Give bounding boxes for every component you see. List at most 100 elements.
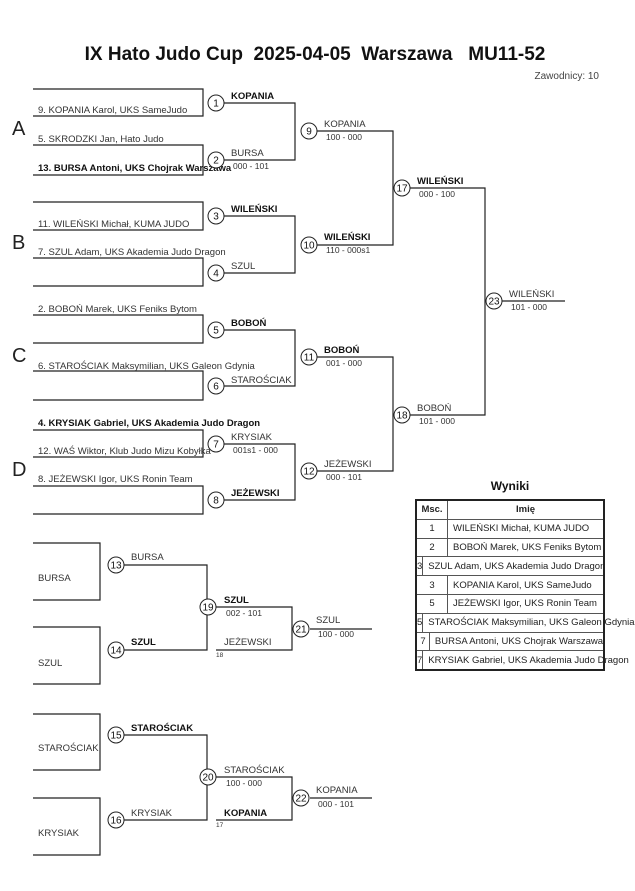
match-marker: 17: [393, 179, 411, 197]
match-marker: 20: [199, 768, 217, 786]
match-number: 15: [110, 731, 122, 742]
bracket-label: SZUL: [231, 261, 255, 272]
competitor-name: 11. WILEŃSKI Michał, KUMA JUDO: [38, 219, 189, 230]
repechage-score: 100 - 000: [318, 629, 354, 639]
repechage-label: SZUL: [131, 637, 156, 648]
match-marker: 7: [207, 435, 225, 453]
competitor-name: 8. JEŻEWSKI Igor, UKS Ronin Team: [38, 474, 193, 485]
match-number: 17: [396, 184, 408, 195]
match-number: 1: [213, 99, 219, 110]
competitor-name: 7. SZUL Adam, UKS Akademia Judo Dragon: [38, 247, 226, 258]
match-number: 4: [213, 269, 219, 280]
match-marker: 10: [300, 236, 318, 254]
repechage-label: STAROŚCIAK: [38, 742, 99, 754]
bracket-label: BOBOŃ: [231, 318, 267, 329]
result-name: SZUL Adam, UKS Akademia Judo Dragon: [428, 560, 606, 572]
bracket-label: WILEŃSKI: [324, 232, 370, 243]
bracket-score: 110 - 000s1: [326, 245, 371, 255]
bracket-score: 000 - 100: [419, 189, 455, 199]
match-marker: 6: [207, 377, 225, 395]
result-name: KOPANIA Karol, UKS SameJudo: [453, 579, 592, 591]
match-number: 2: [213, 156, 219, 167]
result-place: 1: [417, 519, 448, 538]
match-number: 5: [213, 326, 219, 337]
match-markers: 1 2 3 4 5 6 7 8 9 10 11 12 17 18 23 13 1…: [107, 94, 503, 829]
match-marker: 3: [207, 207, 225, 225]
repechage-score: 000 - 101: [318, 799, 354, 809]
results-header-place: Msc.: [417, 501, 448, 519]
competitor-name: 4. KRYSIAK Gabriel, UKS Akademia Judo Dr…: [38, 418, 260, 429]
page-title: IX Hato Judo Cup 2025-04-05 Warszawa MU1…: [84, 44, 546, 65]
match-marker: 8: [207, 491, 225, 509]
result-name: KRYSIAK Gabriel, UKS Akademia Judo Drago…: [428, 654, 629, 666]
repechage-label: STAROŚCIAK: [224, 764, 285, 776]
match-number: 10: [303, 241, 315, 252]
results-title: Wyniki: [490, 479, 530, 493]
competitor-name: 13. BURSA Antoni, UKS Chojrak Warszawa: [38, 163, 232, 174]
match-marker: 23: [485, 292, 503, 310]
match-number: 9: [306, 127, 312, 138]
match-marker: 18: [393, 406, 411, 424]
match-marker: 5: [207, 321, 225, 339]
result-place: 2: [417, 538, 448, 557]
bracket-score: 001s1 - 000: [233, 445, 278, 455]
match-marker: 22: [292, 789, 310, 807]
match-marker: 2: [207, 151, 225, 169]
match-number: 22: [295, 794, 307, 805]
match-number: 18: [396, 411, 408, 422]
result-place: 3: [417, 576, 448, 594]
bracket-label: WILEŃSKI: [509, 289, 554, 300]
match-number: 6: [213, 382, 219, 393]
bracket-lines: [33, 88, 565, 856]
match-marker: 15: [107, 726, 125, 744]
result-place: 5: [417, 613, 424, 632]
pool-label-b: B: [12, 232, 26, 254]
pool-label-c: C: [12, 345, 27, 367]
match-number: 21: [295, 625, 307, 636]
repechage-label: JEŻEWSKI: [224, 637, 272, 648]
repechage-label: BURSA: [38, 573, 71, 584]
repechage-ref: 18: [216, 652, 224, 659]
match-number: 23: [488, 297, 500, 308]
match-number: 14: [110, 646, 122, 657]
repechage-label: BURSA: [131, 552, 164, 563]
bracket-score: 101 - 000: [511, 302, 547, 312]
repechage-label: KRYSIAK: [38, 828, 80, 839]
match-number: 13: [110, 561, 122, 572]
bracket-score: 001 - 000: [326, 358, 362, 368]
bracket-score: 101 - 000: [419, 416, 455, 426]
competitor-count: Zawodnicy: 10: [534, 71, 599, 82]
result-place: 7: [417, 632, 430, 651]
repechage-label: SZUL: [316, 615, 340, 626]
repechage-score: 002 - 101: [226, 608, 262, 618]
bracket-label: WILEŃSKI: [231, 204, 277, 215]
match-marker: 1: [207, 94, 225, 112]
match-marker: 14: [107, 641, 125, 659]
match-number: 20: [202, 773, 214, 784]
repechage-label: SZUL: [38, 658, 62, 669]
bracket-score: 000 - 101: [326, 472, 362, 482]
bracket-label: STAROŚCIAK: [231, 374, 292, 386]
repechage-ref: 17: [216, 822, 224, 829]
bracket-score: 100 - 000: [326, 132, 362, 142]
results-header-row: Msc. Imię: [417, 501, 603, 519]
result-name: JEŻEWSKI Igor, UKS Ronin Team: [453, 598, 597, 610]
match-marker: 9: [300, 122, 318, 140]
repechage-label: KOPANIA: [316, 785, 358, 796]
match-number: 11: [304, 353, 315, 364]
result-name: BURSA Antoni, UKS Chojrak Warszawa: [434, 635, 603, 647]
results-row: 7 BURSA Antoni, UKS Chojrak Warszawa: [417, 631, 603, 651]
result-place: 5: [417, 594, 448, 613]
pool-label-a: A: [12, 118, 26, 140]
bracket-label: BOBOŃ: [324, 345, 360, 356]
repechage-score: 100 - 000: [226, 778, 262, 788]
repechage-label: SZUL: [224, 595, 249, 606]
match-marker: 4: [207, 264, 225, 282]
competitor-name: 5. SKRODZKI Jan, Hato Judo: [38, 134, 164, 145]
